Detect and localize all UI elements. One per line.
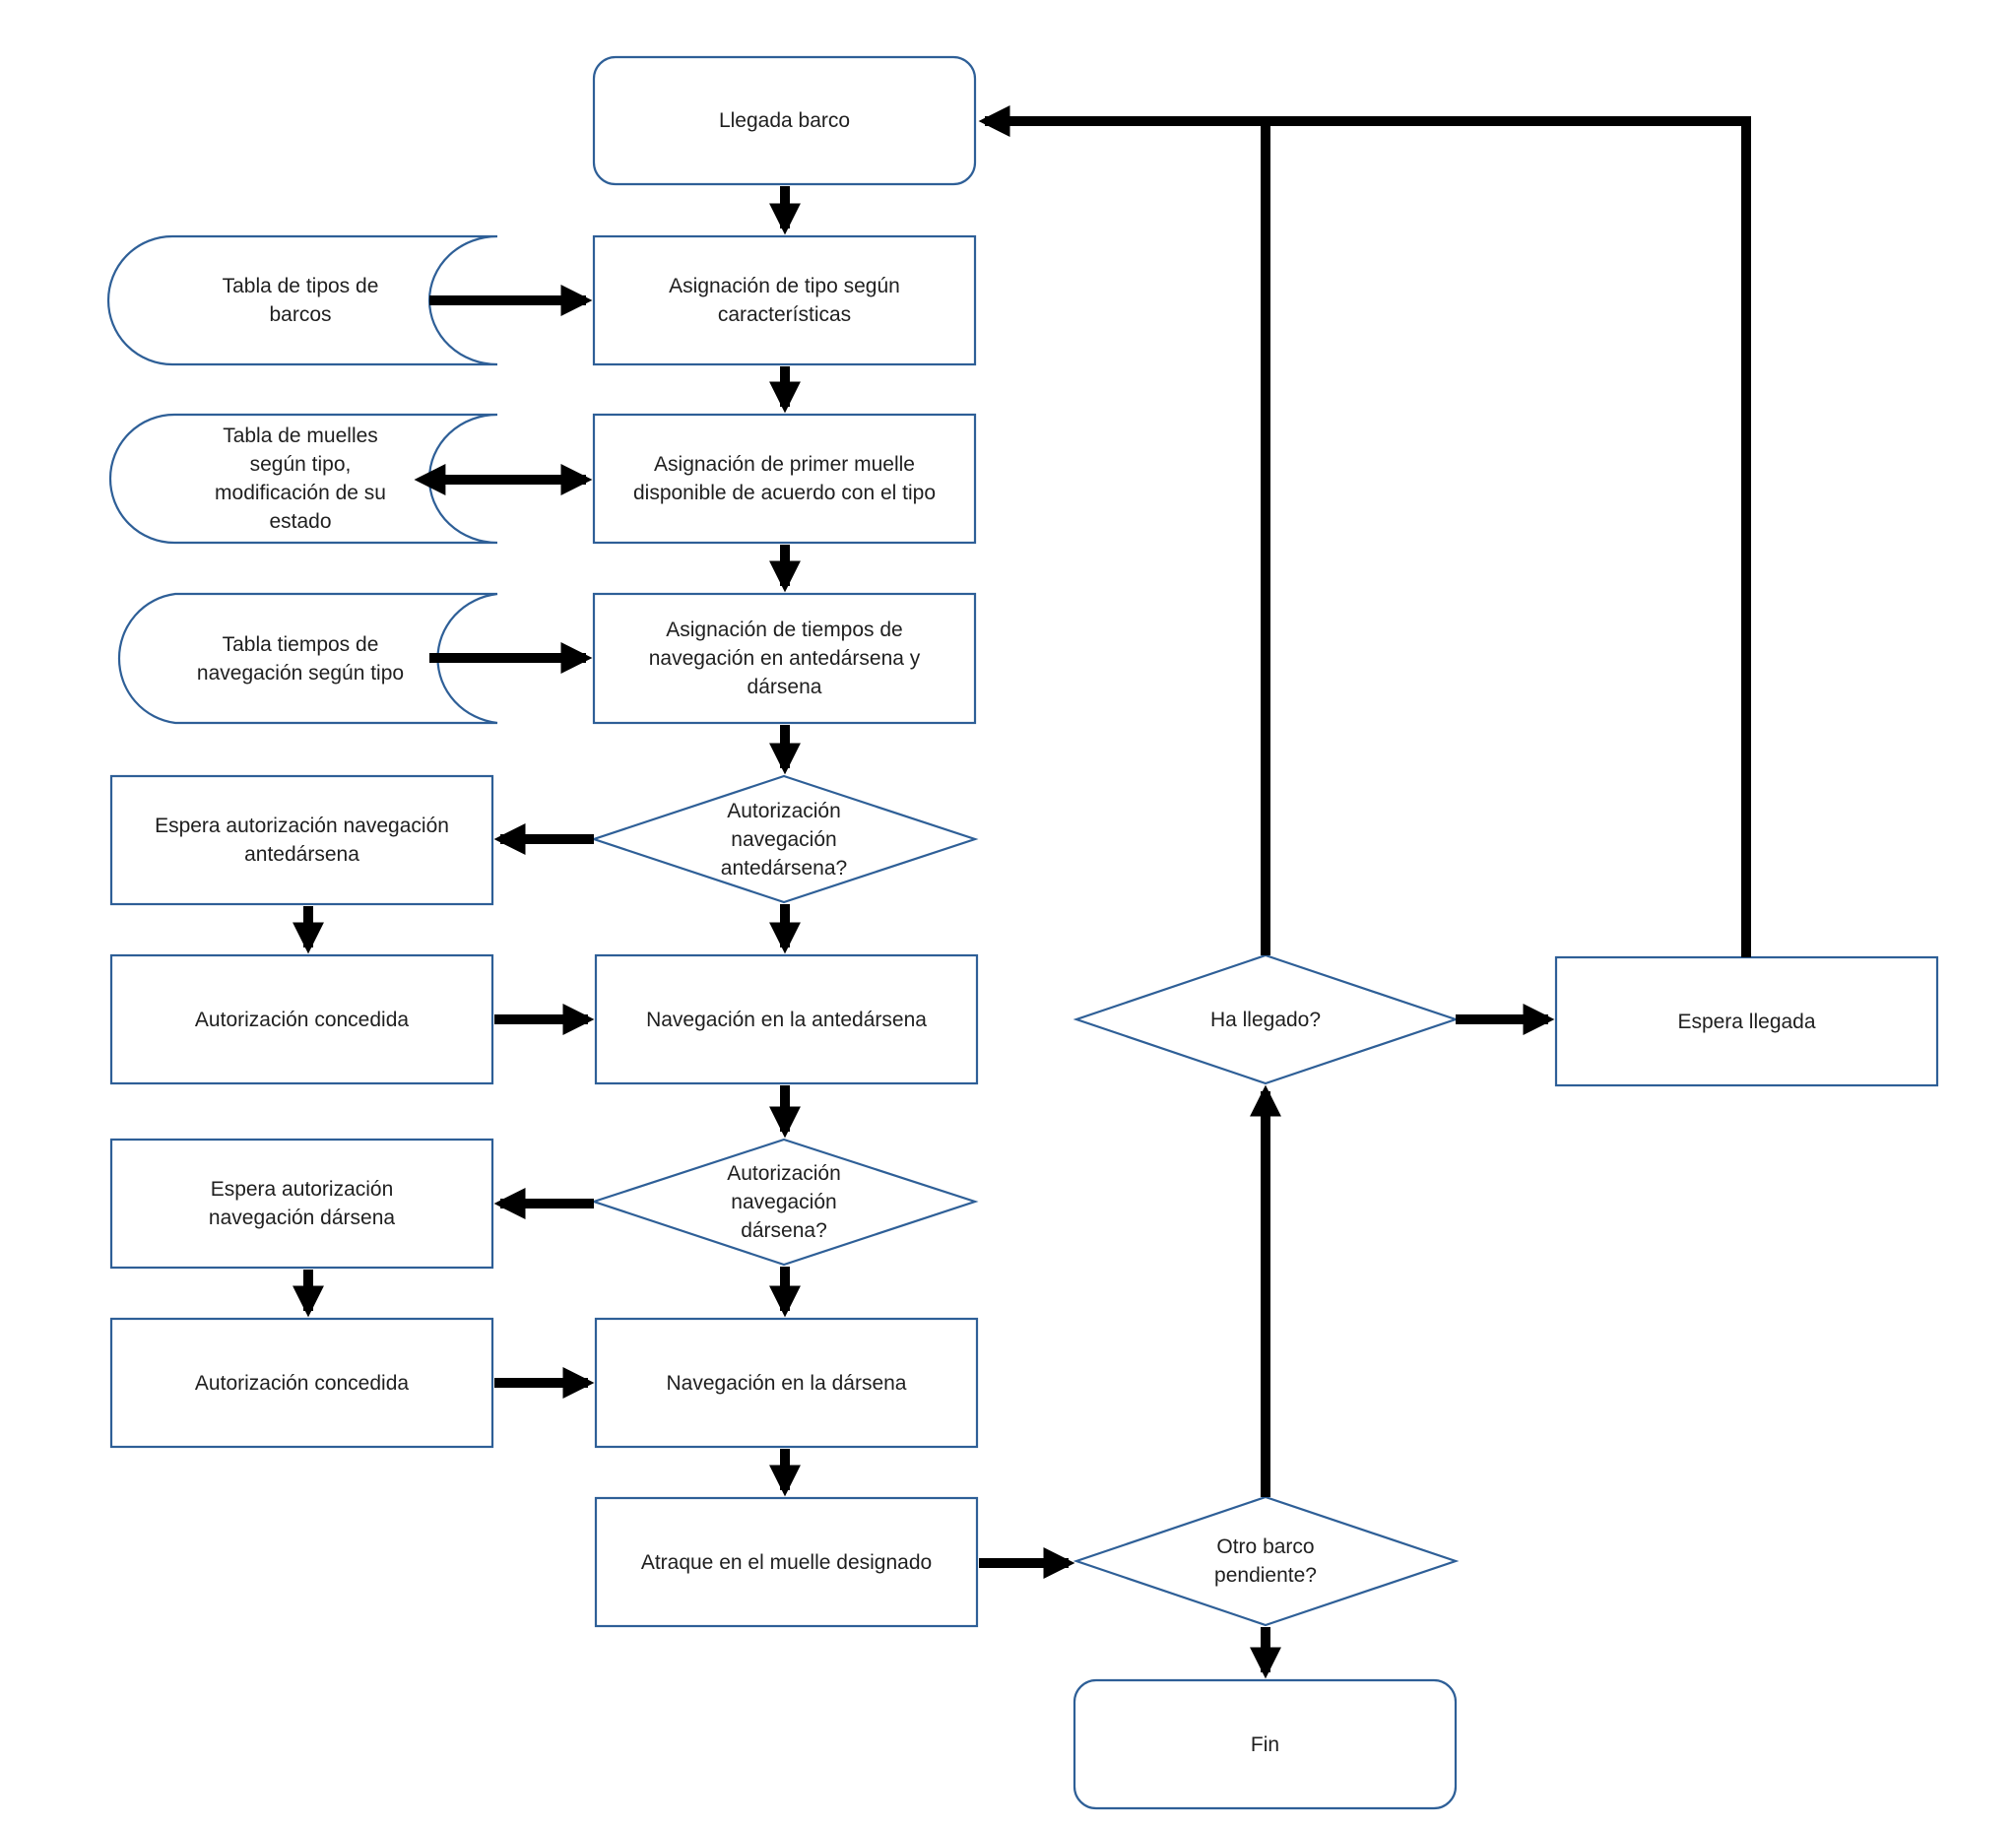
label-decision-antedarsena: Autorización navegación antedársena?	[720, 799, 848, 880]
decision-ha-llegado	[1073, 953, 1460, 1085]
label-navegacion-antedarsena: Navegación en la antedársena	[646, 1008, 927, 1031]
decision-antedarsena	[590, 774, 979, 904]
data-store-tabla-muelles	[108, 413, 498, 545]
label-atraque: Atraque en el muelle designado	[640, 1550, 933, 1574]
process-asignacion-tiempos	[592, 592, 977, 725]
label-asignacion-tipo: Asignación de tipo según características	[669, 275, 900, 326]
label-asignacion-tiempos: Asignación de tiempos de navegación en a…	[648, 619, 921, 698]
label-espera-antedarsena: Espera autorización navegación antedárse…	[155, 815, 449, 866]
label-concedida-antedarsena: Autorización concedida	[194, 1008, 410, 1031]
label-ha-llegado: Ha llegado?	[1209, 1008, 1322, 1031]
decision-darsena	[590, 1138, 979, 1267]
line-espera-llegada-to-llegada	[1266, 116, 1751, 957]
end-terminator	[1073, 1678, 1458, 1810]
process-asignacion-tipo	[592, 234, 977, 366]
process-espera-antedarsena	[109, 774, 494, 906]
label-tabla-muelles: Tabla de muelles según tipo, modificació…	[215, 424, 386, 533]
label-concedida-darsena: Autorización concedida	[194, 1371, 410, 1395]
start-terminator	[592, 55, 977, 186]
line-ha-llegado-to-llegada	[978, 104, 1270, 955]
process-navegacion-antedarsena	[594, 953, 979, 1085]
data-store-tabla-tipos	[106, 234, 498, 366]
label-otro-barco: Otro barco pendiente?	[1214, 1535, 1317, 1587]
label-tabla-tipos: Tabla de tipos de barcos	[222, 275, 379, 326]
label-espera-llegada: Espera llegada	[1677, 1010, 1816, 1033]
label-espera-darsena: Espera autorización navegación dársena	[208, 1178, 396, 1229]
label-llegada-barco: Llegada barco	[718, 109, 851, 132]
process-concedida-antedarsena	[109, 953, 494, 1085]
process-concedida-darsena	[109, 1317, 494, 1449]
label-fin: Fin	[1250, 1732, 1280, 1756]
data-store-tabla-tiempos	[117, 592, 498, 725]
label-asignacion-muelle: Asignación de primer muelle disponible d…	[632, 453, 937, 504]
decision-otro-barco	[1073, 1495, 1460, 1627]
process-asignacion-muelle	[592, 413, 977, 545]
process-espera-llegada	[1554, 955, 1939, 1087]
process-navegacion-darsena	[594, 1317, 979, 1449]
process-espera-darsena	[109, 1138, 494, 1270]
label-tabla-tiempos: Tabla tiempos de navegación según tipo	[196, 632, 405, 685]
process-atraque	[594, 1496, 979, 1628]
label-decision-darsena: Autorización navegación dársena?	[727, 1162, 841, 1242]
label-navegacion-darsena: Navegación en la dársena	[666, 1371, 907, 1395]
